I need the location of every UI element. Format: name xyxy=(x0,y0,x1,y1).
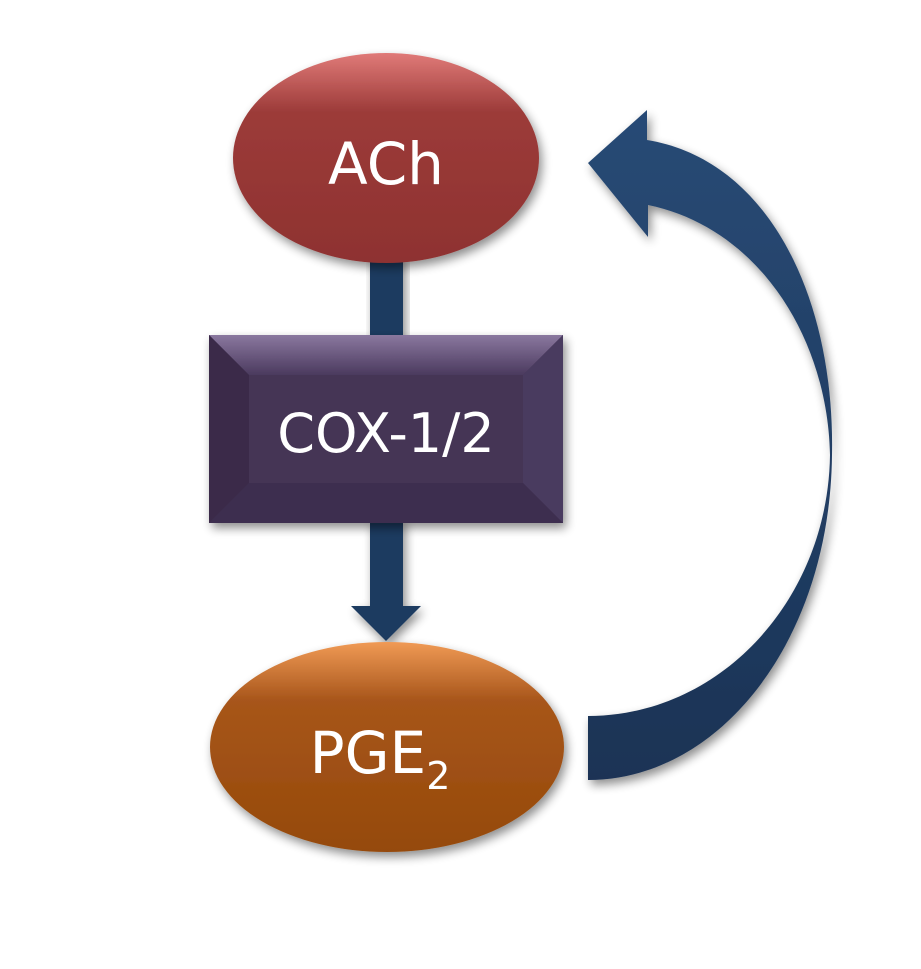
cox-label: COX-1/2 xyxy=(277,402,494,465)
cox-bevel-bottom xyxy=(209,483,563,523)
ach-label: ACh xyxy=(328,130,444,198)
pge2-ellipse xyxy=(210,642,564,852)
down-arrow-icon xyxy=(351,518,421,641)
node-pge2: PGE2 xyxy=(210,642,564,852)
ach-ellipse xyxy=(233,53,539,263)
node-ach: ACh xyxy=(233,53,539,263)
cox-bevel-right xyxy=(523,335,563,523)
cox-bevel-top xyxy=(209,335,563,375)
curved-arrow-icon xyxy=(588,110,833,780)
feedback-arrow-pge2-to-ach xyxy=(588,110,833,780)
cox-bevel-left xyxy=(209,335,249,523)
arrow-cox-to-pge2 xyxy=(351,518,421,641)
pge2-label-main: PGE xyxy=(310,719,427,787)
connector-ach-cox xyxy=(370,255,403,340)
node-cox: COX-1/2 xyxy=(209,335,563,523)
cox-face xyxy=(249,375,523,483)
pge2-label: PGE2 xyxy=(310,719,451,798)
pge2-label-subscript: 2 xyxy=(426,754,450,798)
